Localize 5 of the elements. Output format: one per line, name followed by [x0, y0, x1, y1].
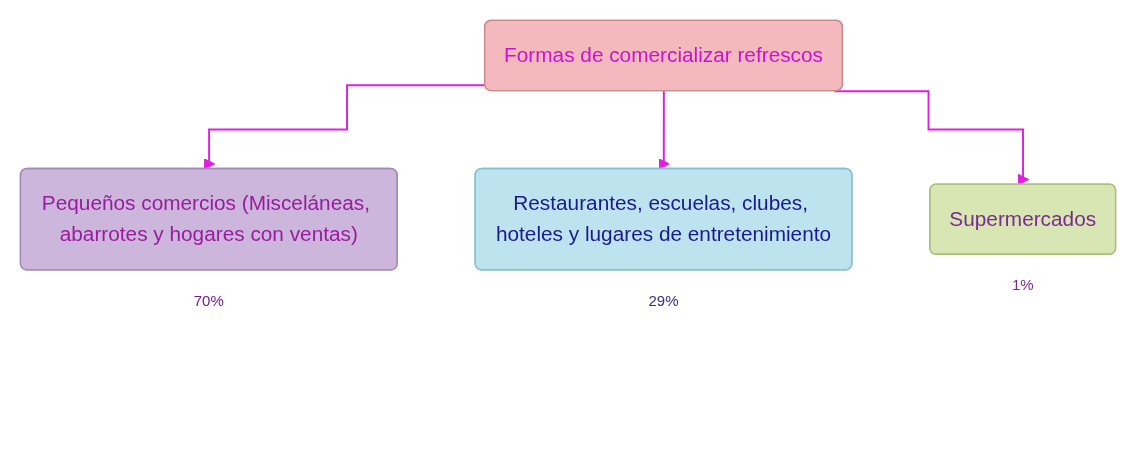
- percentage-label: 29%: [648, 291, 679, 309]
- percentage-label: 1%: [1011, 276, 1034, 294]
- arrow: [833, 90, 1030, 186]
- percentage-label: 70%: [193, 291, 224, 309]
- arrow: [658, 90, 670, 170]
